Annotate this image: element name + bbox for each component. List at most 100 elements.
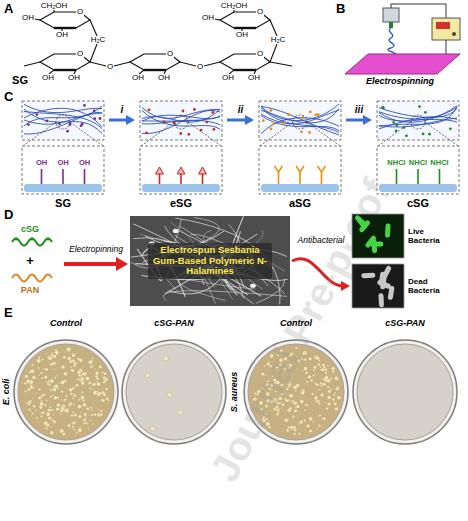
panel-letter: E [4, 306, 13, 320]
atom-label: OH [157, 74, 171, 83]
atom-label: OH [201, 14, 215, 23]
stage-name: eSG [138, 197, 224, 209]
modification-stage: NHClNHClNHClcSG [375, 100, 461, 212]
colony [103, 372, 106, 375]
atom-label: O [76, 8, 84, 17]
colony [90, 414, 93, 417]
colony [164, 356, 169, 361]
colony [31, 415, 33, 417]
colony [327, 402, 331, 406]
atom-label: OH [67, 74, 81, 83]
colony [92, 357, 94, 359]
colony [330, 388, 332, 390]
colony [325, 407, 327, 409]
colony [70, 392, 73, 395]
colony [73, 362, 77, 366]
colony [296, 405, 300, 409]
colony [26, 379, 30, 383]
colony [284, 418, 288, 422]
stem [439, 169, 441, 184]
colony [72, 353, 76, 357]
colony [59, 430, 61, 432]
colony [91, 388, 93, 390]
polymer-jet [388, 28, 395, 56]
colony [101, 398, 105, 402]
colony [98, 392, 102, 396]
amine-group [318, 166, 326, 172]
compound-name: SG [12, 74, 28, 86]
node-art [138, 100, 224, 212]
panel-letter: C [4, 90, 13, 104]
colony [294, 401, 298, 405]
stem [278, 172, 280, 184]
chain-bead [14, 237, 17, 240]
functional-dot [300, 131, 303, 134]
functional-dot [145, 132, 148, 135]
arrow-line [109, 119, 128, 122]
epoxide-group [156, 167, 164, 174]
colony [80, 412, 82, 414]
colony [72, 354, 75, 357]
stage-name: cSG [375, 197, 461, 209]
colony [78, 374, 81, 377]
atom-label: H₂C [270, 36, 287, 45]
sem-image-box: Electrospun Sesbania Gum-Based Polymeric… [130, 216, 290, 306]
colony [40, 400, 42, 402]
bond [90, 20, 97, 36]
colony [30, 369, 34, 373]
colony [44, 404, 47, 407]
colony [49, 403, 51, 405]
colony [294, 429, 297, 432]
colony [83, 413, 87, 417]
colony [59, 382, 61, 384]
fiber-surface [142, 184, 220, 192]
colony [53, 362, 56, 365]
colony [318, 403, 320, 405]
colony [50, 379, 54, 383]
fiber-surface [379, 184, 457, 192]
colony [55, 351, 59, 355]
colony [73, 394, 77, 398]
colony [39, 406, 43, 410]
colony [86, 407, 89, 410]
colony [32, 398, 34, 400]
atom-label: O [106, 63, 114, 72]
colony [62, 429, 64, 431]
colony [303, 419, 306, 422]
colony [71, 421, 75, 425]
power-supply [432, 18, 460, 40]
functional-dot [272, 122, 275, 125]
colony [328, 390, 331, 393]
colony [97, 382, 101, 386]
bond [270, 20, 277, 36]
colony [26, 402, 29, 405]
bacteria-state: Dead Bacteria [408, 277, 446, 295]
colony [93, 413, 96, 416]
petri-dish [14, 340, 118, 444]
colony [178, 410, 183, 415]
colony [37, 367, 39, 369]
colony [145, 373, 150, 378]
stem [202, 174, 204, 184]
fiber [142, 110, 220, 123]
node-art [20, 100, 106, 212]
colony [314, 382, 316, 384]
colony [95, 371, 99, 375]
fiber [379, 107, 457, 127]
sample-label: cSG-PAN [385, 319, 424, 329]
arrow-line [346, 119, 365, 122]
colony [73, 421, 76, 424]
colony [310, 379, 313, 382]
panel-letter: B [336, 2, 345, 16]
colony [332, 398, 335, 401]
colony [317, 428, 319, 430]
functional-dot [422, 133, 425, 136]
colony [41, 358, 43, 360]
colony [51, 419, 53, 421]
atom-label: CH₂OH [40, 2, 69, 11]
colony [325, 372, 328, 375]
fiber [24, 109, 102, 133]
colony [323, 366, 326, 369]
colony [70, 366, 72, 368]
fiber [24, 108, 102, 127]
